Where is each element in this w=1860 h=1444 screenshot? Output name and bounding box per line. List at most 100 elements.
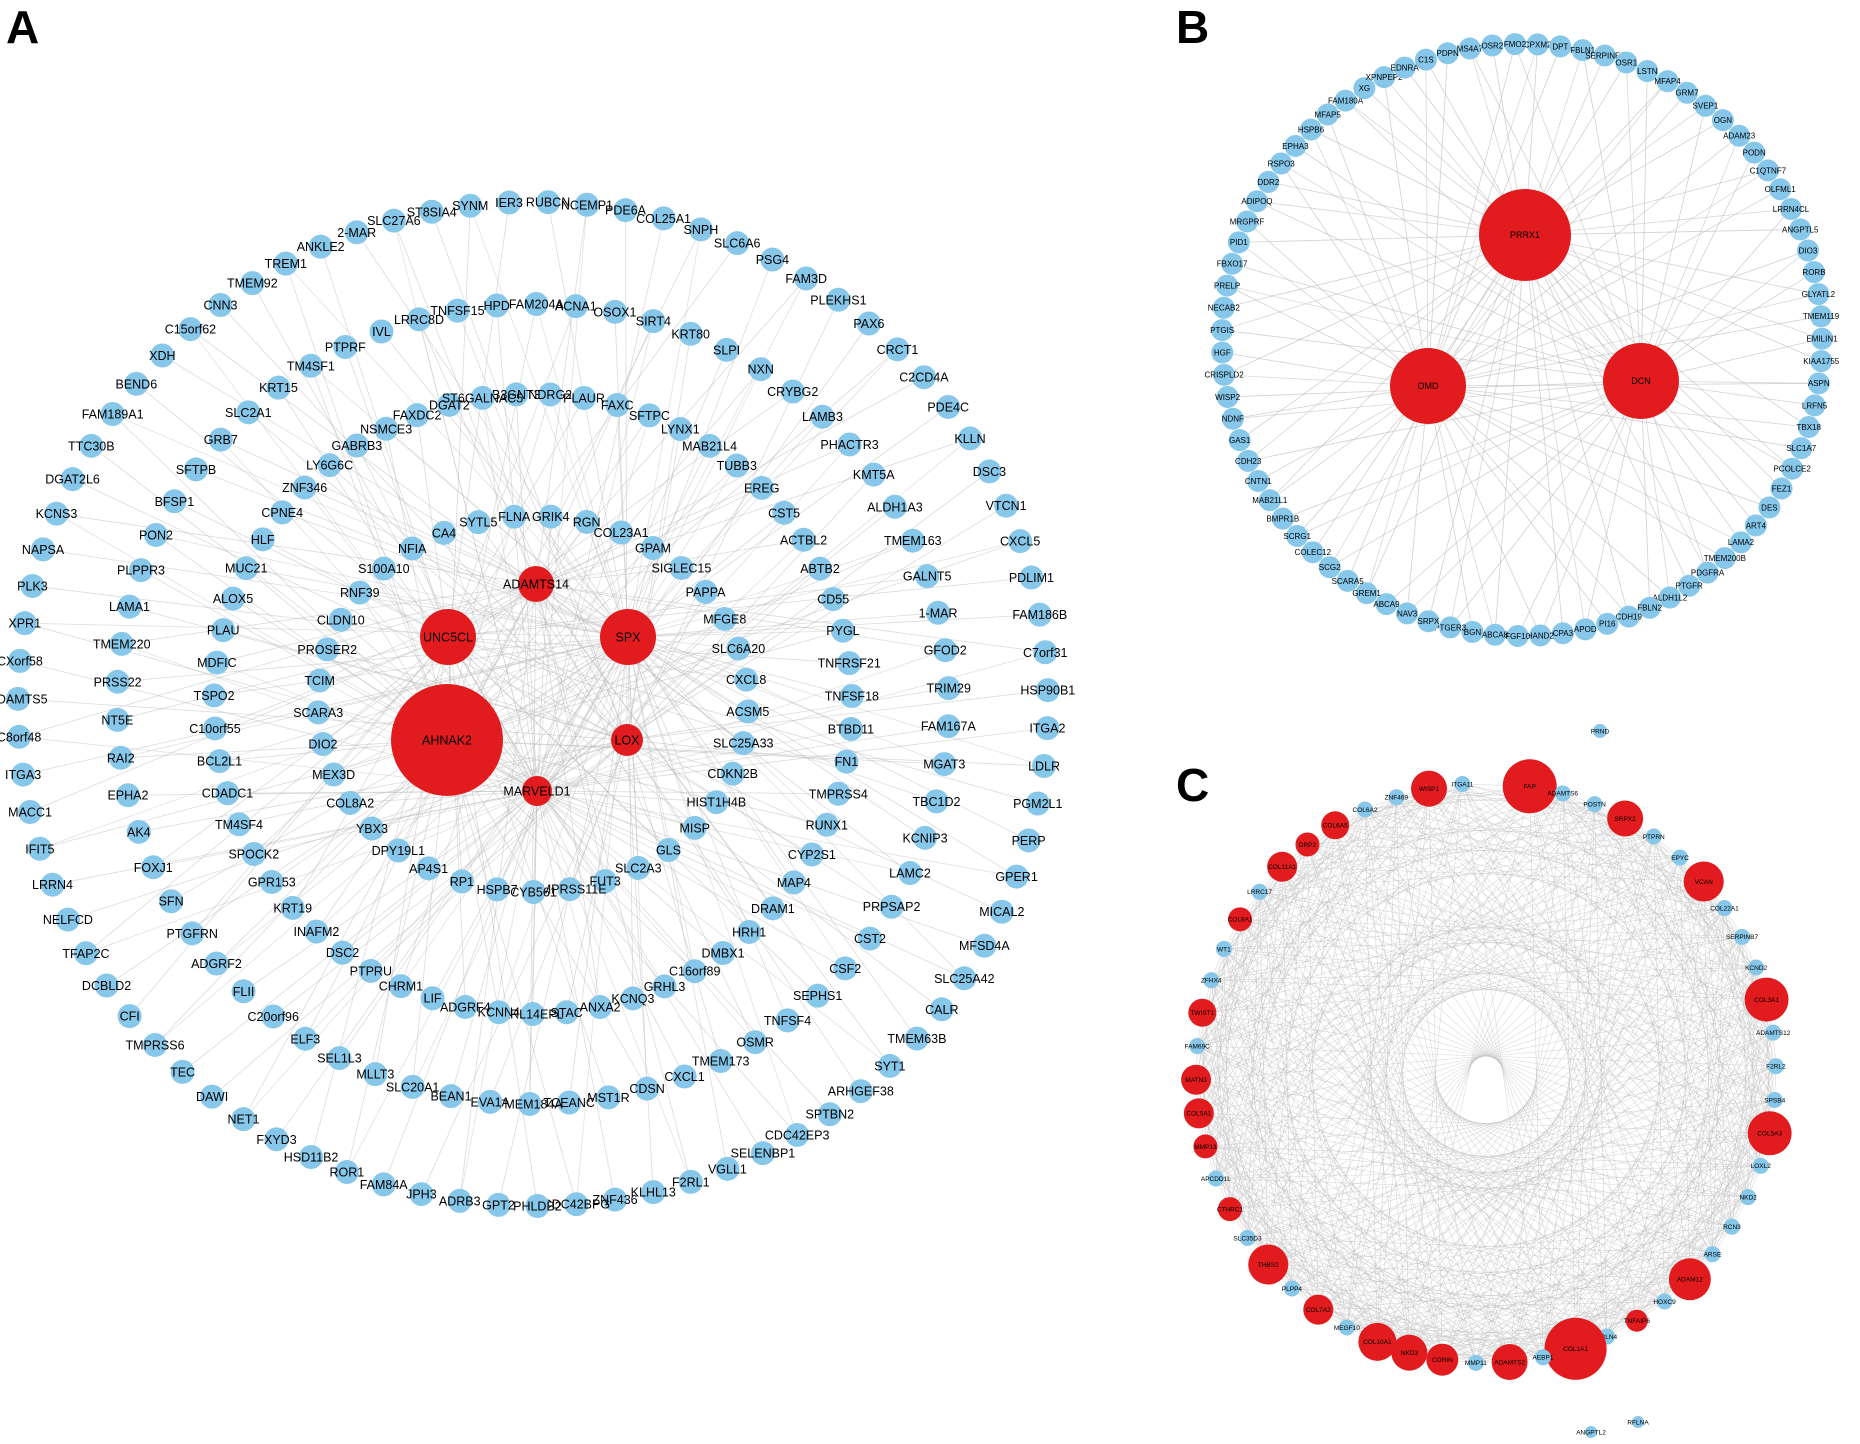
node-label: SLC27A6 xyxy=(367,214,421,228)
node-label: KRT80 xyxy=(671,327,710,341)
node-label: TWIST1 xyxy=(1190,1010,1214,1017)
node-circle xyxy=(882,494,907,519)
edge xyxy=(1239,919,1293,1289)
hub-node-vcan: VCAN xyxy=(1683,861,1724,902)
gene-node-slc25a33: SLC25A33 xyxy=(713,731,774,756)
node-label: NXN xyxy=(747,363,773,377)
gene-node-st8sia4: ST8SIA4 xyxy=(407,199,457,224)
node-label: GRB7 xyxy=(204,433,238,447)
gene-node-gper1: GPER1 xyxy=(995,864,1038,889)
edge xyxy=(446,739,945,765)
node-circle xyxy=(208,427,233,452)
edge xyxy=(447,636,937,802)
edge xyxy=(1281,866,1293,1289)
gene-node-fn1: FN1 xyxy=(834,749,859,774)
node-circle xyxy=(1544,1317,1607,1380)
node-circle xyxy=(1461,620,1484,643)
node-circle xyxy=(791,527,816,552)
node-circle xyxy=(1658,586,1681,609)
gene-node-ly6g6c: LY6G6C xyxy=(306,453,353,478)
node-label: COL25A1 xyxy=(636,212,691,226)
node-circle xyxy=(327,1046,352,1071)
edge xyxy=(513,516,628,741)
edge xyxy=(547,202,629,638)
node-label: SCARA5 xyxy=(1332,577,1365,586)
gene-node-pde4c: PDE4C xyxy=(927,394,969,419)
hub-node-srpx2: SRPX2 xyxy=(1607,800,1644,837)
node-circle xyxy=(1338,1319,1355,1336)
gene-node-runx1: RUNX1 xyxy=(806,812,848,837)
edge xyxy=(1428,788,1774,1033)
node-circle xyxy=(678,321,703,346)
node-circle xyxy=(1271,507,1294,530)
edge xyxy=(412,636,629,1088)
node-label: ALDH1L2 xyxy=(1653,593,1688,602)
hub-node-ahnak2: AHNAK2 xyxy=(391,684,503,796)
edge xyxy=(292,636,449,909)
gene-node-mfap4: MFAP4 xyxy=(1654,70,1681,93)
gene-node-hist1h4b: HIST1H4B xyxy=(686,790,746,815)
node-label: MFSD4A xyxy=(959,939,1010,953)
node-circle xyxy=(936,676,961,701)
edge xyxy=(350,790,538,804)
gene-node-kcnd2: KCND2 xyxy=(1745,959,1768,976)
node-circle xyxy=(1245,190,1268,213)
node-label: SPX xyxy=(615,631,641,645)
edge xyxy=(446,368,761,741)
node-label: NELFCD xyxy=(43,913,93,927)
node-label: PLPP4 xyxy=(1282,1286,1303,1293)
gene-node-mab21l1: MAB21L1 xyxy=(1252,489,1288,512)
gene-node-lif: LIF xyxy=(420,986,445,1011)
edge xyxy=(1215,836,1654,1179)
gene-node-epha2: EPHA2 xyxy=(107,783,149,808)
gene-node-cxcl1: CXCL1 xyxy=(664,1064,705,1089)
edge xyxy=(536,598,834,792)
node-label: TMPRSS4 xyxy=(809,787,868,801)
node-circle xyxy=(688,217,713,242)
node-circle xyxy=(637,403,662,428)
node-label: F2RL1 xyxy=(672,1175,710,1189)
node-label: MATN3 xyxy=(1185,1077,1207,1084)
edge xyxy=(1427,135,1740,387)
node-label: LYNX1 xyxy=(661,423,700,437)
gene-node-c10orf55: C10orf55 xyxy=(189,716,241,741)
node-circle xyxy=(838,717,863,742)
gene-node-cpne4: CPNE4 xyxy=(261,500,303,525)
node-circle xyxy=(1426,1343,1459,1376)
gene-node-ddr2: DDR2 xyxy=(1257,170,1280,193)
node-label: C10orf55 xyxy=(189,722,240,736)
node-label: ADAMTS5 xyxy=(0,692,48,706)
edge xyxy=(627,636,696,829)
node-circle xyxy=(1393,56,1416,79)
node-label: C8orf48 xyxy=(0,730,41,744)
edge xyxy=(1215,786,1530,1179)
edge xyxy=(227,790,538,794)
node-label: RAI2 xyxy=(107,751,135,765)
node-circle xyxy=(240,271,265,296)
edge xyxy=(627,636,945,765)
node-label: PLEKHS1 xyxy=(810,293,866,307)
node-circle xyxy=(178,317,203,342)
node-label: RUNX1 xyxy=(806,818,848,832)
node-circle xyxy=(952,966,977,991)
gene-node-lrrn4: LRRN4 xyxy=(32,872,73,897)
gene-node-srpx: SRPX xyxy=(1417,610,1440,633)
node-label: DPY19L1 xyxy=(372,844,426,858)
node-label: TMEM163 xyxy=(884,534,942,548)
edge xyxy=(627,636,795,883)
edge xyxy=(1428,234,1526,622)
node-label: SLC2A3 xyxy=(615,861,662,875)
hub-node-col5a3: COL5A3 xyxy=(1747,1111,1792,1156)
gene-node-xpr1: XPR1 xyxy=(8,611,41,636)
node-circle xyxy=(1675,81,1698,104)
edge xyxy=(339,636,629,1059)
node-label: TCIM xyxy=(304,674,335,688)
edge xyxy=(1223,796,1397,950)
node-label: CDC42EP3 xyxy=(765,1128,830,1142)
gene-node-rorb: RORB xyxy=(1802,261,1826,284)
edge xyxy=(1335,825,1777,1067)
node-label: NT5E xyxy=(101,713,133,727)
node-circle xyxy=(596,1085,621,1110)
edge xyxy=(1195,1079,1733,1227)
gene-node-pax6: PAX6 xyxy=(853,311,884,336)
